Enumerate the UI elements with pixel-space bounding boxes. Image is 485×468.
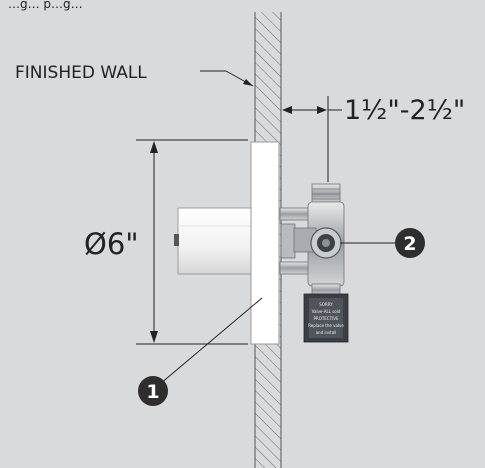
tag-line-2: Valve-ALL sold <box>312 309 341 314</box>
callout-1-number: 1 <box>146 381 159 403</box>
top-caption: …g… p…g… <box>8 0 83 11</box>
depth-dimension-label: 1½"-2½" <box>344 95 465 126</box>
tag-line-5: and install <box>316 330 337 335</box>
depth-dimension <box>282 96 342 182</box>
handle <box>174 207 255 275</box>
valve-body <box>279 183 345 297</box>
callout-2-number: 2 <box>403 233 416 255</box>
tag-line-4: Replace the valve <box>308 323 344 328</box>
trim-plate <box>250 141 280 345</box>
callout-2: 2 <box>395 228 425 258</box>
diameter-dimension-label: Ø6" <box>84 227 139 261</box>
finished-wall-label: FINISHED WALL <box>15 63 147 83</box>
protective-tag: SORRY Valve-ALL sold PROTECTIVE Replace … <box>303 293 349 343</box>
callout-1: 1 <box>138 376 168 406</box>
diameter-dimension <box>136 139 248 345</box>
callout-1-leader <box>159 297 263 385</box>
tag-line-1: SORRY <box>319 302 333 307</box>
tag-line-3: PROTECTIVE <box>314 316 339 321</box>
